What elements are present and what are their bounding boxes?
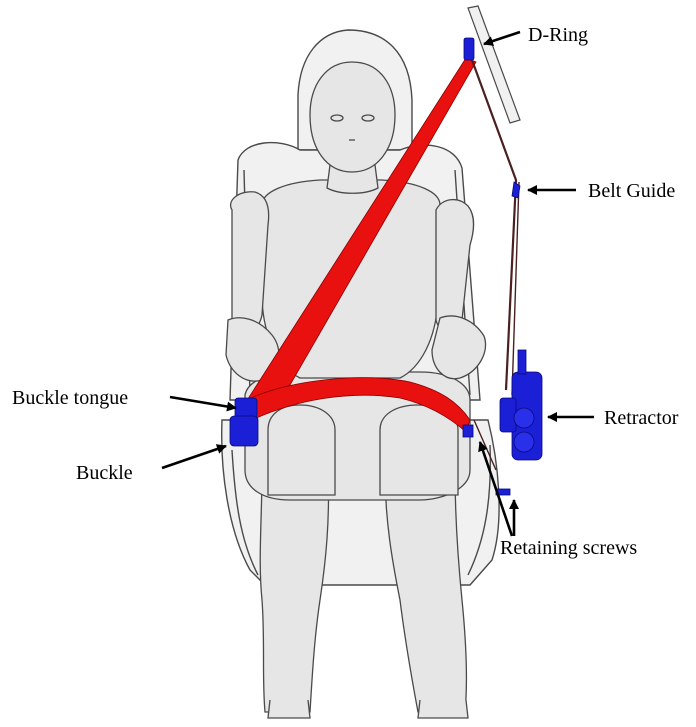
b-pillar-bracket bbox=[468, 6, 520, 123]
d-ring bbox=[464, 38, 474, 60]
label-retractor: Retractor bbox=[604, 407, 679, 429]
dummy-left-leg bbox=[260, 470, 328, 712]
arrow-buckle bbox=[162, 446, 226, 468]
label-belt-guide: Belt Guide bbox=[588, 180, 675, 202]
arrow-buckle-tongue bbox=[170, 397, 236, 408]
dummy-head bbox=[310, 62, 395, 172]
retaining-screw-left bbox=[463, 425, 473, 437]
label-buckle-tongue: Buckle tongue bbox=[12, 387, 128, 409]
dummy-right-leg bbox=[385, 470, 466, 712]
label-d-ring: D-Ring bbox=[528, 24, 588, 46]
label-retaining-screws: Retaining screws bbox=[500, 537, 637, 559]
label-buckle: Buckle bbox=[76, 462, 133, 484]
buckle-assembly bbox=[230, 398, 258, 446]
